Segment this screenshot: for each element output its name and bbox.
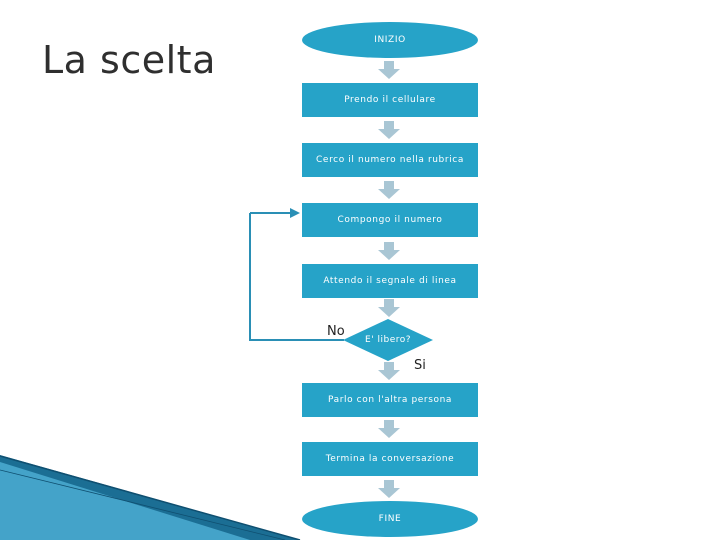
step-node: Compongo il numero: [302, 203, 478, 237]
decision-label: E' libero?: [364, 335, 412, 345]
down-arrow-icon: [378, 299, 400, 317]
step-label: Parlo con l'altra persona: [327, 395, 453, 405]
step-node: Parlo con l'altra persona: [302, 383, 478, 417]
step-label: Termina la conversazione: [325, 454, 455, 464]
end-node: FINE: [302, 501, 478, 537]
down-arrow-icon: [378, 480, 400, 498]
down-arrow-icon: [378, 242, 400, 260]
step-node: Attendo il segnale di linea: [302, 264, 478, 298]
step-node: Cerco il numero nella rubrica: [302, 143, 478, 177]
no-branch-label: No: [327, 324, 345, 339]
down-arrow-icon: [378, 61, 400, 79]
step-label: Cerco il numero nella rubrica: [316, 155, 464, 165]
step-label: Compongo il numero: [337, 215, 443, 225]
decision-shape: [343, 319, 433, 361]
end-label: FINE: [378, 514, 402, 524]
step-label: Attendo il segnale di linea: [323, 276, 457, 286]
down-arrow-icon: [378, 420, 400, 438]
step-label: Prendo il cellulare: [344, 95, 436, 105]
start-label: INIZIO: [374, 35, 406, 45]
decision-node: E' libero?: [343, 319, 433, 361]
yes-branch-label: Si: [414, 358, 426, 373]
down-arrow-icon: [378, 181, 400, 199]
step-node: Prendo il cellulare: [302, 83, 478, 117]
step-node: Termina la conversazione: [302, 442, 478, 476]
slide-title: La scelta: [42, 38, 216, 82]
start-node: INIZIO: [302, 22, 478, 58]
down-arrow-icon: [378, 121, 400, 139]
down-arrow-icon: [378, 362, 400, 380]
